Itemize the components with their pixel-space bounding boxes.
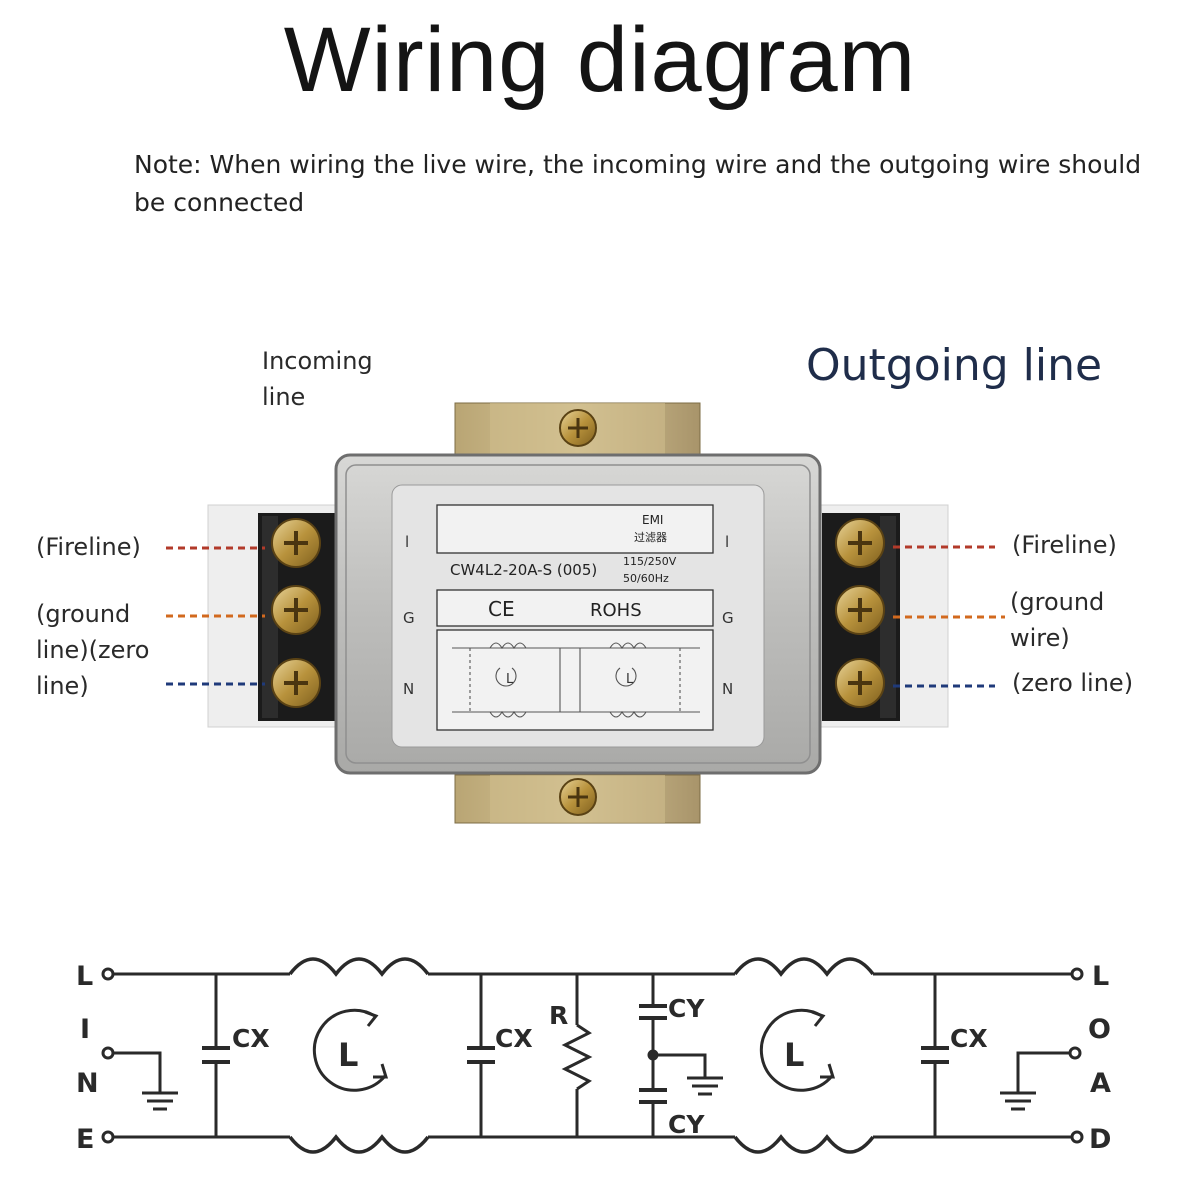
load-letter-l: L [1092,961,1109,992]
plate-right-n: N [722,680,733,698]
coil-label-2: L [784,1036,804,1074]
cy-label-2: CY [668,1110,705,1139]
cx-label-2: CX [495,1024,533,1053]
cx-label-3: CX [950,1024,988,1053]
line-letter-l: L [76,961,93,992]
wiring-note: Note: When wiring the live wire, the inc… [134,150,1142,217]
plate-right-l: l [725,533,729,551]
load-letter-o: O [1088,1014,1111,1045]
plate-mini-schematic [452,642,700,718]
schematic-circuit [101,957,1084,1154]
line-letter-i: I [80,1014,90,1045]
left-ground-zero-label: (ground line)(zero line) [36,600,150,700]
plate-left-n: N [403,680,414,698]
voltage-rating: 115/250V [623,555,677,568]
page-title: Wiring diagram [283,9,917,111]
filter-chinese-text: 过滤器 [634,531,667,544]
left-fireline-label: (Fireline) [36,533,141,561]
model-number: CW4L2-20A-S (005) [450,561,597,579]
coil-label-1: L [338,1036,358,1074]
resistor-label: R [549,1001,568,1030]
plate-mini-coil-l2: L [626,672,634,687]
right-fireline-label: (Fireline) [1012,531,1117,559]
cy-label-1: CY [668,994,705,1023]
outgoing-line-label: Outgoing line [806,340,1103,391]
plate-left-l: l [405,533,409,551]
plate-left-g: G [403,609,415,627]
terminal-screws [271,409,885,816]
incoming-line-label: Incoming line [262,347,373,411]
load-letter-a: A [1090,1068,1111,1099]
right-ground-wire-label: (ground wire) [1010,588,1105,652]
line-letter-e: E [76,1124,94,1155]
load-letter-d: D [1089,1124,1111,1155]
ce-mark: CE [488,597,515,621]
rohs-mark: ROHS [590,600,642,621]
frequency-rating: 50/60Hz [623,572,669,585]
right-zero-line-label: (zero line) [1012,669,1134,697]
schematic-labels: L I N E L O A D CX CX CX CY CY R L L [76,961,1111,1155]
plate-mini-coil-l1: L [506,672,514,687]
plate-right-g: G [722,609,734,627]
emi-text: EMI [642,513,663,527]
cx-label-1: CX [232,1024,270,1053]
line-letter-n: N [76,1068,99,1099]
